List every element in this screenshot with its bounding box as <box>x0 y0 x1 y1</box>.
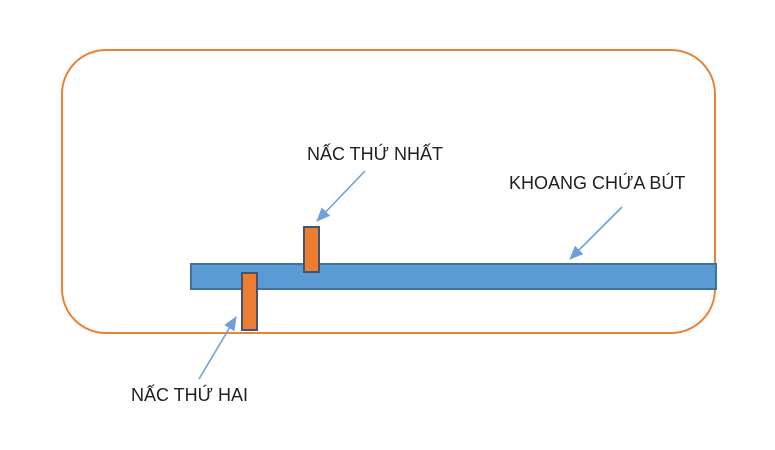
first-notch <box>303 226 320 273</box>
first-notch-label: NẤC THỨ NHẤT <box>307 144 444 164</box>
pen-compartment-bar <box>190 263 717 290</box>
pencil-case-outline <box>61 49 716 334</box>
second-notch-label: NẤC THỨ HAI <box>131 385 249 405</box>
pen-compartment-label: KHOANG CHỨA BÚT <box>509 173 686 193</box>
second-notch <box>241 272 258 331</box>
